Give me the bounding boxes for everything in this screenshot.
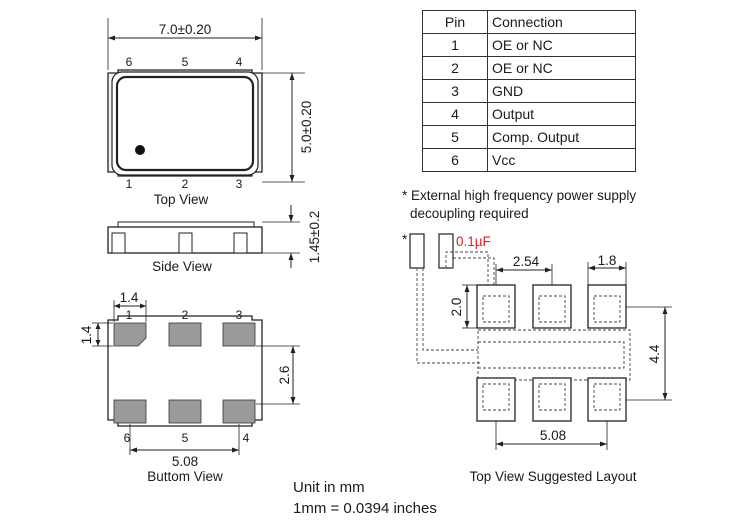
- top-view-lid: [115, 75, 255, 172]
- bottom-view-title: Buttom View: [147, 469, 223, 484]
- table-header-connection: Connection: [487, 10, 636, 34]
- bottom-pad-3: [222, 322, 256, 347]
- units-line-1: Unit in mm: [293, 479, 365, 496]
- top-view: 7.0±0.20 5.0±0.20 6 5 4 1 2 3 Top View: [107, 18, 314, 207]
- table-row: 4 Output: [422, 102, 636, 126]
- side-view-height-dim: 1.45±0.2: [307, 211, 322, 263]
- bottom-pin-label-3: 3: [236, 308, 243, 322]
- bottom-pad-6: [113, 399, 147, 424]
- table-cell-pin: 4: [422, 102, 488, 126]
- top-view-height-dim: 5.0±0.20: [299, 101, 314, 153]
- table-row: 5 Comp. Output: [422, 125, 636, 149]
- top-pin-label-3: 3: [236, 177, 243, 191]
- table-cell-pin: 5: [422, 125, 488, 149]
- layout-pad-height-dim: 2.0: [449, 298, 464, 317]
- layout-title: Top View Suggested Layout: [469, 469, 636, 484]
- table-cell-pin: 3: [422, 79, 488, 103]
- table-cell-connection: Comp. Output: [487, 125, 636, 149]
- layout-span-dim: 5.08: [540, 428, 566, 443]
- bottom-pin-label-5: 5: [182, 431, 189, 445]
- bottom-pad-4: [222, 399, 256, 424]
- top-pin-label-1: 1: [126, 177, 133, 191]
- table-cell-pin: 6: [422, 148, 488, 172]
- units-line-2: 1mm = 0.0394 inches: [293, 500, 437, 517]
- table-cell-connection: OE or NC: [487, 56, 636, 80]
- table-row: 6 Vcc: [422, 148, 636, 172]
- note-line-1: * External high frequency power supply: [402, 188, 636, 203]
- bottom-pin-label-4: 4: [243, 431, 250, 445]
- bottom-pad-5: [168, 399, 202, 424]
- bottom-pitch-dim: 5.08: [172, 454, 198, 469]
- table-header-pin: Pin: [422, 10, 488, 34]
- bottom-pad-1: [113, 322, 147, 347]
- table-row: 1 OE or NC: [422, 33, 636, 57]
- bottom-pin-label-1: 1: [126, 308, 133, 322]
- capacitor-pad-left: [409, 233, 425, 269]
- capacitor-value: 0.1µF: [456, 234, 491, 249]
- bottom-pad-height-dim: 1.4: [79, 325, 94, 344]
- pin1-marker-dot: [135, 145, 145, 155]
- bottom-pin-label-6: 6: [124, 431, 131, 445]
- top-pin-label-2: 2: [182, 177, 189, 191]
- decoupling-note: * External high frequency power supply d…: [402, 188, 636, 221]
- table-cell-connection: OE or NC: [487, 33, 636, 57]
- bottom-pad-2: [168, 322, 202, 347]
- top-pin-label-6: 6: [126, 55, 133, 69]
- layout-pad-width-dim: 1.8: [598, 253, 617, 268]
- table-cell-pin: 2: [422, 56, 488, 80]
- bottom-view: 1 2 3 6 5 4 1.4 1.4 2.6 5.08 Buttom: [79, 290, 300, 484]
- table-cell-connection: Vcc: [487, 148, 636, 172]
- layout-pitch-dim: 2.54: [513, 254, 540, 269]
- side-view-title: Side View: [152, 259, 212, 274]
- units-note: Unit in mm 1mm = 0.0394 inches: [293, 479, 437, 517]
- note-line-2: decoupling required: [410, 206, 529, 221]
- pin-connection-table: Pin Connection 1 OE or NC 2 OE or NC 3 G…: [422, 10, 636, 172]
- suggested-layout: * 0.1µF 2.54: [402, 232, 672, 484]
- table-row: 3 GND: [422, 79, 636, 103]
- layout-asterisk: *: [402, 232, 408, 247]
- layout-row-dim: 4.4: [647, 344, 662, 363]
- side-view: 1.45±0.2 Side View: [107, 205, 322, 274]
- top-pin-label-5: 5: [182, 55, 189, 69]
- table-row: 2 OE or NC: [422, 56, 636, 80]
- top-view-width-dim: 7.0±0.20: [159, 22, 211, 37]
- top-view-title: Top View: [154, 192, 209, 207]
- table-cell-pin: 1: [422, 33, 488, 57]
- bottom-pad-width-dim: 1.4: [120, 290, 139, 305]
- table-cell-connection: GND: [487, 79, 636, 103]
- table-cell-connection: Output: [487, 102, 636, 126]
- table-header-row: Pin Connection: [422, 10, 636, 34]
- bottom-row-gap-dim: 2.6: [277, 366, 292, 385]
- bottom-pin-label-2: 2: [182, 308, 189, 322]
- top-pin-label-4: 4: [236, 55, 243, 69]
